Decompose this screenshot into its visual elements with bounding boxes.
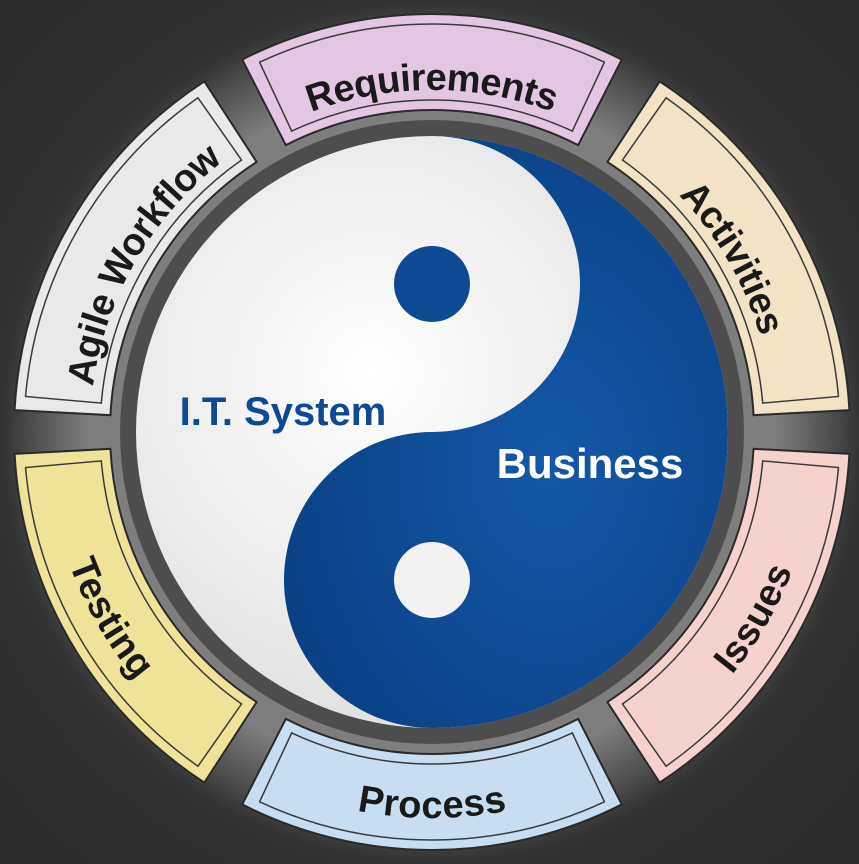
segment-issues-outline [621, 460, 840, 768]
segment-testing [13, 447, 259, 784]
it-system-label: I.T. System [180, 390, 387, 434]
segment-label-process: Process [355, 778, 508, 827]
segment-process [240, 717, 624, 852]
business-label: Business [497, 440, 684, 487]
yin-yang-symbol [136, 136, 728, 728]
segment-issues [605, 447, 851, 784]
segment-process-outline [258, 731, 606, 841]
segment-requirements [240, 13, 624, 147]
segment-label-text-process: Process [355, 778, 508, 827]
white-dot [394, 542, 470, 618]
segment-testing-outline [24, 460, 243, 768]
blue-dot [394, 246, 470, 322]
segment-agile-workflow [13, 80, 259, 417]
segment-requirements-outline [258, 23, 606, 133]
segment-activities-outline [621, 96, 840, 404]
segment-activities [605, 80, 851, 417]
segment-agile-workflow-outline [24, 96, 243, 404]
